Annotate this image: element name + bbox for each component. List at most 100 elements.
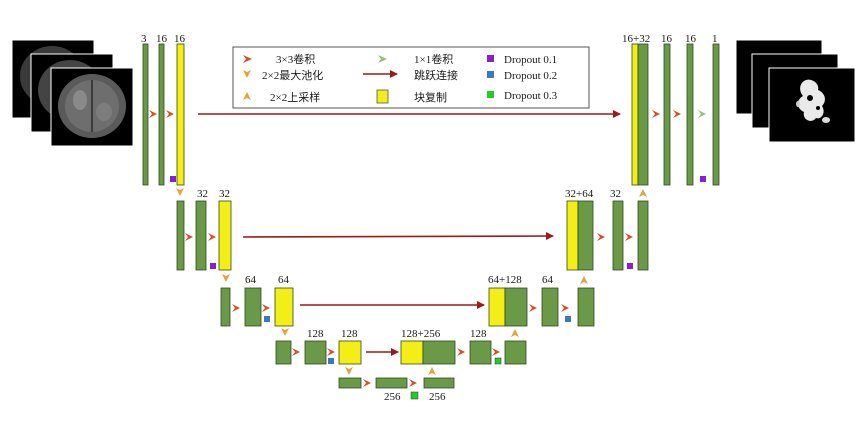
conv3-icon xyxy=(185,233,193,241)
feature-map xyxy=(577,287,595,327)
decoder-level-2: 32+64 32 xyxy=(565,188,649,271)
label-d1-a: 16+32 xyxy=(622,33,650,45)
dropout-01-icon xyxy=(210,263,216,269)
label-e1-b: 16 xyxy=(156,33,168,45)
feature-map xyxy=(504,340,527,365)
copy-block xyxy=(566,200,579,271)
dropout-01-icon xyxy=(700,176,706,182)
label-d1-b: 16 xyxy=(661,33,673,45)
label-d1-c: 16 xyxy=(685,33,697,45)
feature-map xyxy=(195,200,207,271)
legend: 3×3卷积 1×1卷积 Dropout 0.1 2×2最大池化 跳跃连接 Dro… xyxy=(232,46,590,109)
input-mri-stack xyxy=(11,39,134,147)
conv3-icon xyxy=(327,348,335,356)
pool-icon xyxy=(176,188,184,196)
feature-map xyxy=(220,287,231,327)
pool-icon xyxy=(243,70,251,78)
conv3-icon xyxy=(625,233,633,241)
feature-map xyxy=(422,340,456,365)
pool-icon xyxy=(222,274,230,282)
output-map xyxy=(712,43,720,186)
dropout-01-icon xyxy=(170,176,176,182)
feature-map xyxy=(275,340,292,365)
label-bn-a: 256 xyxy=(384,391,401,403)
encoder-level-4: 128 128 xyxy=(275,328,362,375)
conv3-icon xyxy=(232,304,240,312)
conv3-icon xyxy=(492,348,500,356)
label-e3-a: 64 xyxy=(245,274,257,286)
label-e2-b: 32 xyxy=(219,188,230,200)
pool-icon xyxy=(345,367,353,375)
feature-map xyxy=(244,287,262,327)
upsample-icon xyxy=(580,276,588,284)
encoder-level-2: 32 32 xyxy=(176,188,232,282)
conv3-icon xyxy=(262,304,270,312)
conv3-icon xyxy=(597,233,605,241)
label-e4-a: 128 xyxy=(307,328,324,340)
label-d4-b: 128 xyxy=(470,328,487,340)
dropout-02-icon xyxy=(328,358,334,364)
feature-map xyxy=(577,200,594,271)
conv1-icon xyxy=(698,110,706,118)
copy-block xyxy=(176,43,185,186)
label-e2-a: 32 xyxy=(197,188,208,200)
conv3-icon xyxy=(529,304,537,312)
dropout-02-icon xyxy=(264,316,270,322)
conv3-icon xyxy=(457,348,465,356)
dropout-03-icon xyxy=(410,391,419,400)
upsample-icon xyxy=(243,92,251,100)
copy-block xyxy=(274,287,294,327)
conv1-icon xyxy=(378,55,387,63)
label-e4-b: 128 xyxy=(341,328,358,340)
encoder-level-3: 64 64 xyxy=(220,274,294,336)
conv3-icon xyxy=(208,233,216,241)
conv3-icon xyxy=(561,304,569,312)
skip-connection-2 xyxy=(242,232,554,241)
label-d4-a: 128+256 xyxy=(401,328,441,340)
conv3-icon xyxy=(243,55,252,63)
feature-map xyxy=(637,200,649,271)
legend-drop1: Dropout 0.1 xyxy=(504,54,557,66)
legend-up: 2×2上采样 xyxy=(270,90,320,104)
legend-drop2: Dropout 0.2 xyxy=(504,70,557,82)
copy-block xyxy=(218,200,232,271)
feature-map xyxy=(142,43,149,186)
conv3-icon xyxy=(363,379,371,387)
feature-map xyxy=(663,43,671,186)
conv3-icon xyxy=(292,348,300,356)
decoder-level-4: 128+256 128 xyxy=(400,328,527,365)
conv3-icon xyxy=(166,110,174,118)
feature-map xyxy=(158,43,165,186)
upsample-icon xyxy=(639,189,647,197)
copy-block xyxy=(338,340,362,365)
pool-icon xyxy=(281,328,289,336)
conv3-icon xyxy=(652,110,660,118)
output-mask-stack xyxy=(735,39,856,143)
upsample-icon xyxy=(428,367,436,375)
feature-map xyxy=(504,287,528,327)
feature-map xyxy=(686,43,694,186)
label-d2-b: 32 xyxy=(610,188,621,200)
dropout-01-icon xyxy=(627,263,633,269)
label-e1-c: 16 xyxy=(174,33,186,45)
conv3-icon xyxy=(149,110,157,118)
feature-map xyxy=(637,43,649,186)
dropout-02-icon xyxy=(565,316,571,322)
conv3-icon xyxy=(409,379,417,387)
legend-copy: 块复制 xyxy=(414,90,447,104)
label-d1-d: 1 xyxy=(712,33,718,45)
feature-map xyxy=(176,200,185,271)
feature-map xyxy=(469,340,492,365)
label-d2-a: 32+64 xyxy=(565,188,594,200)
copy-icon xyxy=(376,89,389,104)
label-e1-a: 3 xyxy=(141,33,147,45)
feature-map xyxy=(338,377,362,389)
legend-box xyxy=(232,46,590,109)
feature-map xyxy=(541,287,559,327)
feature-map xyxy=(423,377,455,389)
feature-map xyxy=(304,340,327,365)
decoder-level-3: 64+128 64 xyxy=(488,274,595,327)
copy-block xyxy=(631,43,639,186)
dropout-02-icon xyxy=(487,71,494,78)
